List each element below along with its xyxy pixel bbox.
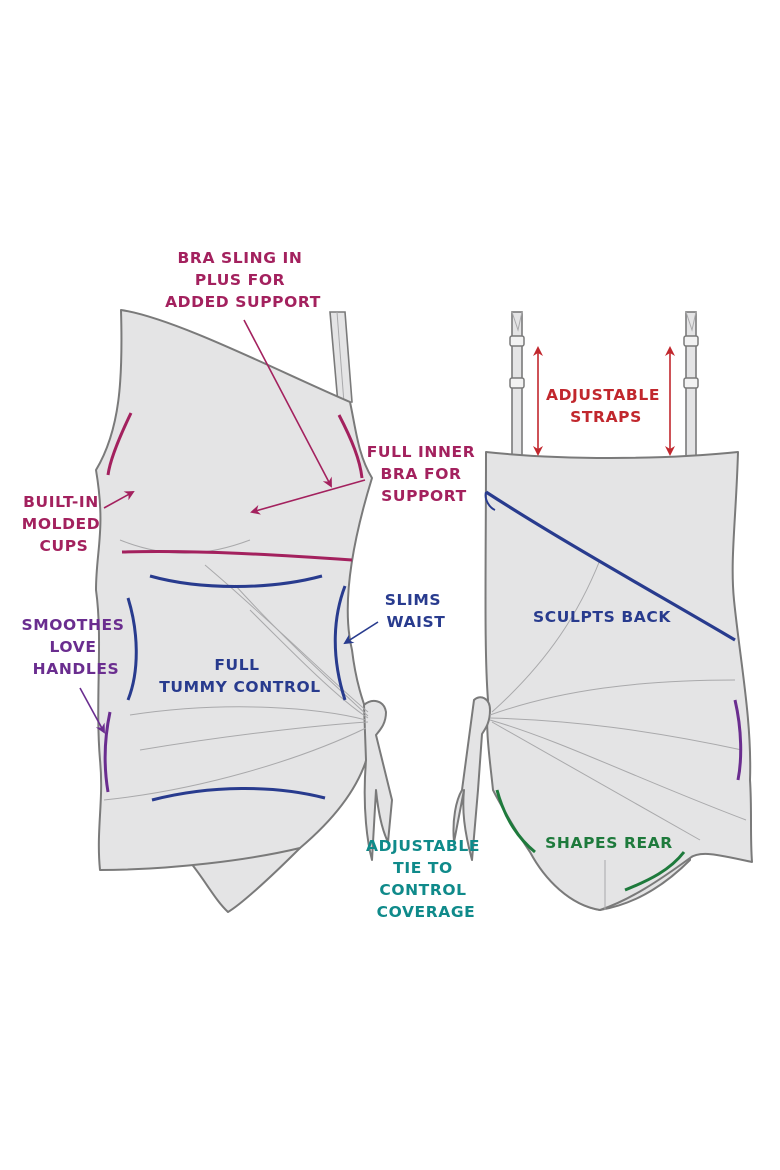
strap-slider-right	[683, 335, 699, 347]
label-adjustable-straps: ADJUSTABLE STRAPS	[546, 386, 666, 426]
molded-cups-arrow	[103, 491, 135, 509]
front-view-swimsuit	[95, 309, 393, 913]
inner-bra-arrow	[250, 479, 366, 515]
label-adjustable-tie: ADJUSTABLE TIE TO CONTROL COVERAGE	[366, 837, 486, 921]
bra-sling-arrow	[243, 319, 332, 488]
label-built-in-cups: BUILT-IN MOLDED CUPS	[22, 493, 106, 555]
label-tummy-control: FULL TUMMY CONTROL	[159, 656, 321, 696]
back-tie	[452, 696, 491, 861]
love-handles-arrow	[79, 687, 105, 734]
back-body	[484, 451, 753, 911]
strap-buckle-left	[509, 377, 525, 389]
slims-waist-arrow	[343, 621, 379, 645]
label-sculpts-back: SCULPTS BACK	[533, 608, 671, 626]
label-shapes-rear: SHAPES REAR	[545, 834, 673, 852]
back-view-swimsuit	[452, 311, 753, 911]
label-slims-waist: SLIMS WAIST	[385, 591, 447, 631]
label-smoothes-love-handles: SMOOTHES LOVE HANDLES	[21, 616, 130, 678]
strap-buckle-right	[683, 377, 699, 389]
front-tie	[363, 699, 393, 861]
label-full-inner-bra: FULL INNER BRA FOR SUPPORT	[367, 443, 482, 505]
label-bra-sling: BRA SLING IN PLUS FOR ADDED SUPPORT	[165, 249, 321, 311]
strap-slider-left	[509, 335, 525, 347]
